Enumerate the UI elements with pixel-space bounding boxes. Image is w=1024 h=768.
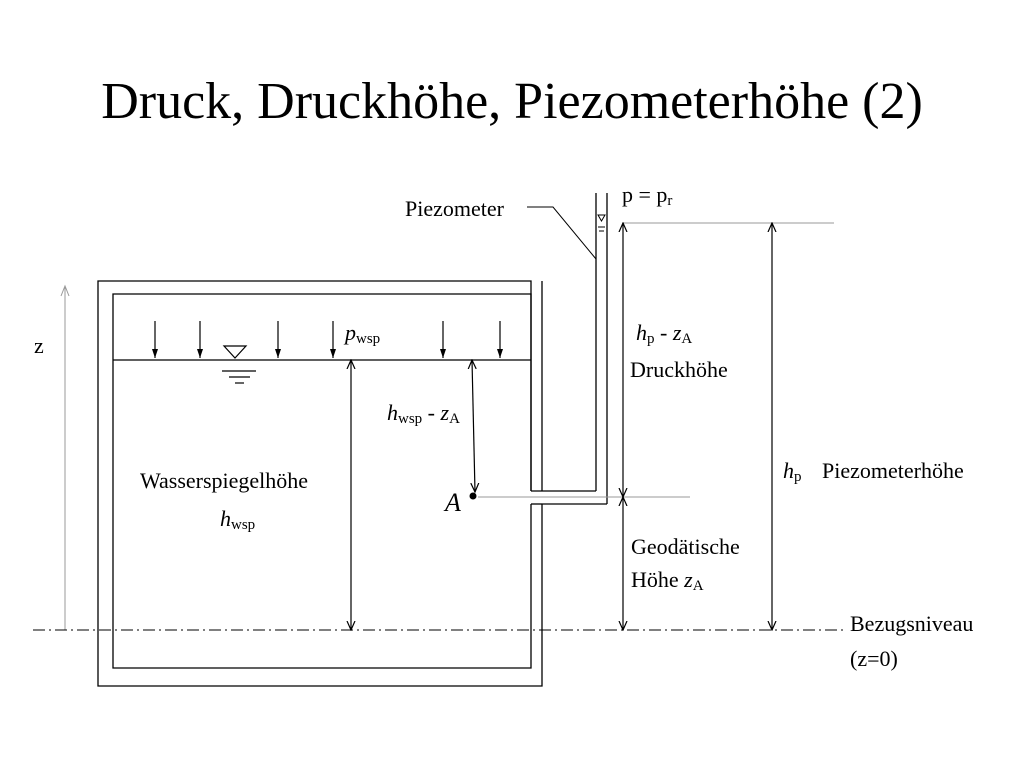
p-wsp-sub: wsp: [356, 331, 381, 347]
hwsp-za-minus: -: [422, 400, 441, 425]
hp-za-hsub: p: [647, 331, 655, 347]
tube-level-symbol: [597, 214, 606, 232]
hoehe-z: z: [684, 567, 693, 592]
point-a-dot: [469, 492, 477, 500]
hwsp-za-z: z: [440, 400, 450, 425]
hwsp-za-dimension: [472, 360, 475, 492]
geodaetische-label: Geodätische: [631, 534, 740, 559]
hoehe-za-label: Höhe zA: [631, 567, 704, 594]
connecting-pipe: [531, 490, 607, 505]
p-top-sub: r: [667, 193, 673, 209]
hoehe-text: Höhe: [631, 567, 685, 592]
piezometer-label: Piezometer: [405, 196, 504, 221]
hwsp-za-hsub: wsp: [398, 411, 423, 427]
druckhoehe-label: Druckhöhe: [630, 357, 728, 382]
z-axis: [60, 284, 70, 630]
piezometer-leader: [527, 206, 597, 260]
hwsp-sub: wsp: [231, 517, 256, 533]
wasserspiegelhoehe-label: Wasserspiegelhöhe: [140, 468, 309, 493]
hwsp-label: hwsp: [220, 506, 256, 533]
atmospheric-pressure-label: p = pr: [622, 182, 673, 209]
tank: [97, 280, 543, 687]
p-top-text: p = p: [622, 182, 668, 207]
hwsp-za-zsub: A: [449, 411, 460, 427]
z-axis-label: z: [34, 333, 44, 358]
piezometer-tube: [595, 193, 608, 504]
z-zero-label: (z=0): [850, 646, 898, 671]
hp-za-label: hp - zA: [636, 320, 693, 347]
hp-sub: p: [794, 469, 802, 485]
piezometerhoehe-label: Piezometerhöhe: [822, 458, 964, 483]
point-a-label: A: [445, 488, 461, 517]
p-wsp-label: pwsp: [345, 320, 381, 347]
tank-inner-wall: [112, 293, 532, 669]
bezugsniveau-label: Bezugsniveau: [850, 611, 974, 636]
hp-za-minus: -: [654, 320, 673, 345]
pressure-arrows: [152, 321, 503, 358]
slide-title: Druck, Druckhöhe, Piezometerhöhe (2): [101, 73, 923, 130]
hoehe-zsub: A: [692, 578, 704, 594]
hp-za-z: z: [672, 320, 682, 345]
hwsp-za-h: h: [387, 400, 398, 425]
hwsp-za-label: hwsp - zA: [387, 400, 460, 427]
p-wsp-main: p: [345, 320, 356, 345]
water-level-symbol: [222, 345, 256, 384]
hwsp-h: h: [220, 506, 231, 531]
hp-za-h: h: [636, 320, 647, 345]
hp-za-zsub: A: [681, 331, 693, 347]
hp-h: h: [783, 458, 794, 483]
hp-label: hp: [783, 458, 802, 485]
